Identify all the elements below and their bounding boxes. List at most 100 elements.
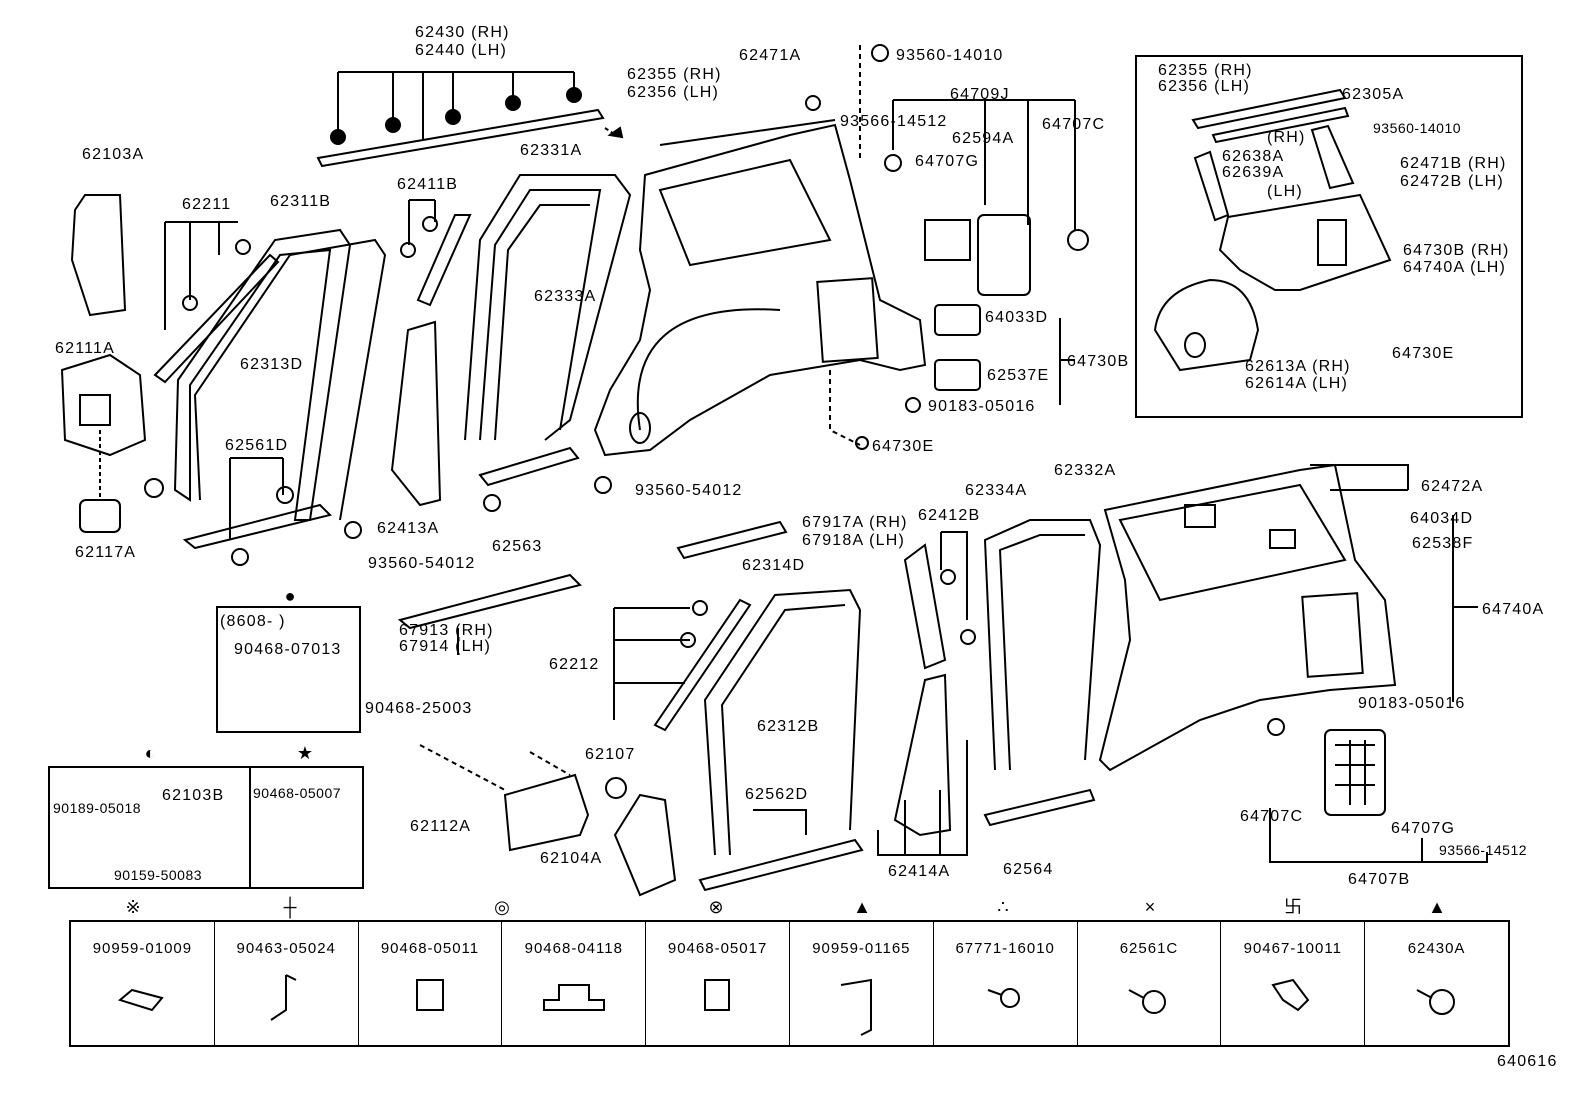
legend-part-number: 90467-10011: [1243, 940, 1342, 957]
part-label: 93560-54012: [368, 555, 476, 572]
inset-label: 62638A: [1222, 148, 1285, 165]
part-label: 62471A: [739, 47, 802, 64]
part-label: 93566-14512: [1439, 842, 1528, 858]
part-label: 62311B: [270, 193, 332, 210]
part-label: 62562D: [745, 786, 809, 803]
inset-label: 62355 (RH): [1158, 62, 1253, 79]
part-label: 64707B: [1348, 871, 1411, 888]
star-symbol-icon: ★: [296, 743, 314, 763]
part-label: 93566-14512: [840, 113, 948, 130]
inset-label: 62471B (RH): [1400, 155, 1507, 172]
part-label: 62332A: [1054, 462, 1117, 479]
legend-cell: 67771-16010: [934, 922, 1078, 1045]
legend-part-number: 90463-05024: [236, 940, 336, 957]
part-label: 62334A: [965, 482, 1028, 499]
part-label: 62313D: [240, 356, 304, 373]
push-clip-icon: [1416, 989, 1455, 1015]
part-label: 64033D: [985, 309, 1049, 326]
legend-part-number: 67771-16010: [955, 940, 1055, 957]
inset-label: 62356 (LH): [1158, 78, 1251, 95]
legend-part-number: 90959-01165: [812, 940, 911, 957]
inset-label: 64740A (LH): [1403, 259, 1507, 276]
part-label: 67918A (LH): [802, 532, 906, 549]
clip-icon: [703, 979, 730, 1011]
part-label: 93560-14010: [896, 47, 1004, 64]
inset-label: 62614A (LH): [1245, 375, 1349, 392]
legend-cell: 90467-10011: [1221, 922, 1366, 1045]
part-label: 62312B: [757, 718, 820, 735]
legend-symbol-icon: ◎: [494, 897, 510, 917]
part-label: 64707C: [1240, 808, 1304, 825]
part-label: 62413A: [377, 520, 440, 537]
part-label: 62111A: [55, 340, 115, 357]
clip-icon: [118, 988, 165, 1012]
part-label: 90183-05016: [928, 398, 1036, 415]
part-label: 67913 (RH): [399, 622, 494, 639]
legend-symbol-icon: ▲: [1428, 897, 1446, 917]
legend-part-number: 90468-05011: [380, 940, 480, 957]
inset-label: 62639A: [1222, 164, 1285, 181]
legend-symbol-icon: ▲: [853, 897, 871, 917]
part-label: 62212: [549, 656, 600, 673]
legend-part-number: 90468-04118: [524, 940, 623, 957]
part-label: 64034D: [1410, 510, 1474, 527]
part-label: 90183-05016: [1358, 695, 1466, 712]
legend-symbol-icon: 卐: [1284, 897, 1302, 917]
part-label: (8608- ): [220, 613, 286, 630]
part-label: 90159-50083: [114, 867, 203, 883]
legend-cell: 90959-01165: [790, 922, 934, 1045]
part-label: 62107: [585, 746, 636, 763]
part-label: 67917A (RH): [802, 514, 908, 531]
part-label: 62103B: [162, 787, 225, 804]
part-label: 90468-05007: [253, 785, 342, 801]
part-label: 62355 (RH): [627, 66, 722, 83]
part-label: 64707G: [915, 153, 980, 170]
part-label: 62411B: [397, 176, 459, 193]
legend-cell: 90959-01009: [71, 922, 215, 1045]
part-label: 62563: [492, 538, 543, 555]
part-label: 62561D: [225, 437, 289, 454]
inset-label: (RH): [1267, 129, 1306, 146]
part-label: 67914 (LH): [399, 638, 492, 655]
push-clip-icon: [1128, 989, 1166, 1014]
part-label: 62538F: [1412, 535, 1474, 552]
legend-symbol-icon: ∴: [997, 897, 1009, 917]
part-label: 62333A: [534, 288, 597, 305]
part-label: 62211: [182, 196, 232, 213]
clip-icon: [542, 984, 605, 1011]
legend-symbol-icon: ※: [125, 897, 141, 917]
inset-label: 62472B (LH): [1400, 173, 1504, 190]
part-label: 62104A: [540, 850, 603, 867]
part-label: 64707C: [1042, 116, 1106, 133]
part-label: 62414A: [888, 863, 951, 880]
part-label: 62564: [1003, 861, 1054, 878]
legend-cell: 90463-05024: [215, 922, 359, 1045]
inset-label: 93560-14010: [1373, 120, 1462, 136]
part-label: 90468-07013: [234, 641, 342, 658]
legend-part-number: 62430A: [1407, 940, 1466, 957]
legend-part-number: 90468-05017: [667, 940, 768, 957]
part-label: 62314D: [742, 557, 806, 574]
inset-label: 62613A (RH): [1245, 358, 1351, 375]
part-label: 93560-54012: [635, 482, 743, 499]
legend-cell: 62561C: [1078, 922, 1222, 1045]
legend-symbol-icon: ⊗: [708, 897, 724, 917]
part-label: 64707G: [1391, 820, 1456, 837]
clip-icon: [415, 979, 444, 1011]
legend-cell: 62430A: [1365, 922, 1508, 1045]
legend-symbol-icon: ×: [1144, 897, 1156, 917]
diagram-id: 640616: [1497, 1053, 1558, 1070]
part-label: 62440 (LH): [415, 42, 508, 59]
inset-label: (LH): [1267, 183, 1303, 200]
half-circle-symbol-icon: ◐: [144, 743, 156, 763]
fastener-legend-table: 90959-01009 90463-05024 90468-05011 9046…: [69, 920, 1510, 1047]
part-label: 62331A: [520, 142, 583, 159]
bracket-clip-icon: [270, 974, 297, 1021]
legend-cell: 90468-05017: [646, 922, 790, 1045]
part-label: 90468-25003: [365, 700, 473, 717]
part-label: 64730E: [872, 438, 935, 455]
part-label: 64730B: [1067, 353, 1130, 370]
legend-part-number: 62561C: [1119, 940, 1179, 957]
